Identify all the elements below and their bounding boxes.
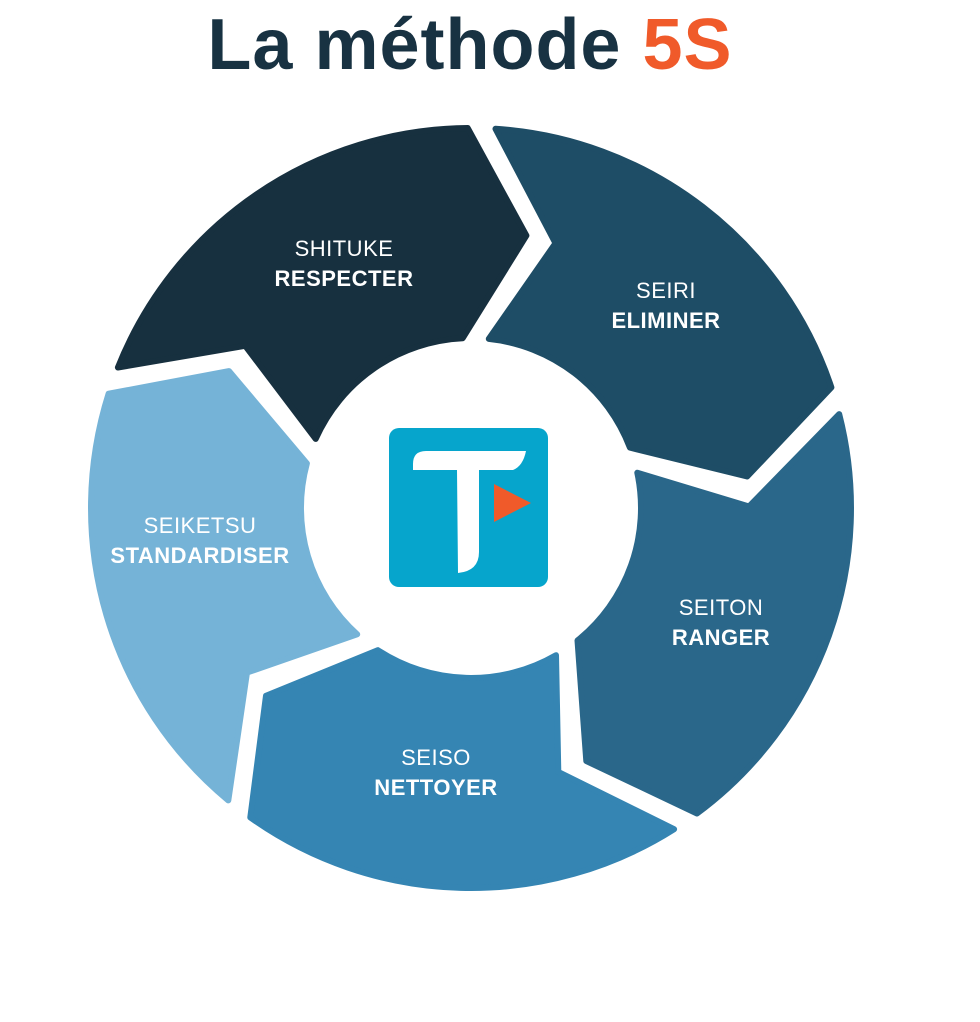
title-main: La méthode — [207, 5, 622, 85]
logo-letter-t — [413, 451, 526, 573]
segment-seiketsu — [88, 368, 361, 804]
t-play-logo-icon — [389, 428, 548, 587]
play-triangle-icon — [494, 484, 531, 522]
wheel-segments — [88, 125, 854, 892]
segment-seiso — [247, 647, 678, 892]
page-title: La méthode 5S — [0, 2, 940, 88]
title-accent: 5S — [642, 5, 733, 85]
segment-seiri — [485, 125, 835, 480]
segment-shituke — [114, 125, 530, 442]
segment-seiton — [574, 411, 854, 817]
